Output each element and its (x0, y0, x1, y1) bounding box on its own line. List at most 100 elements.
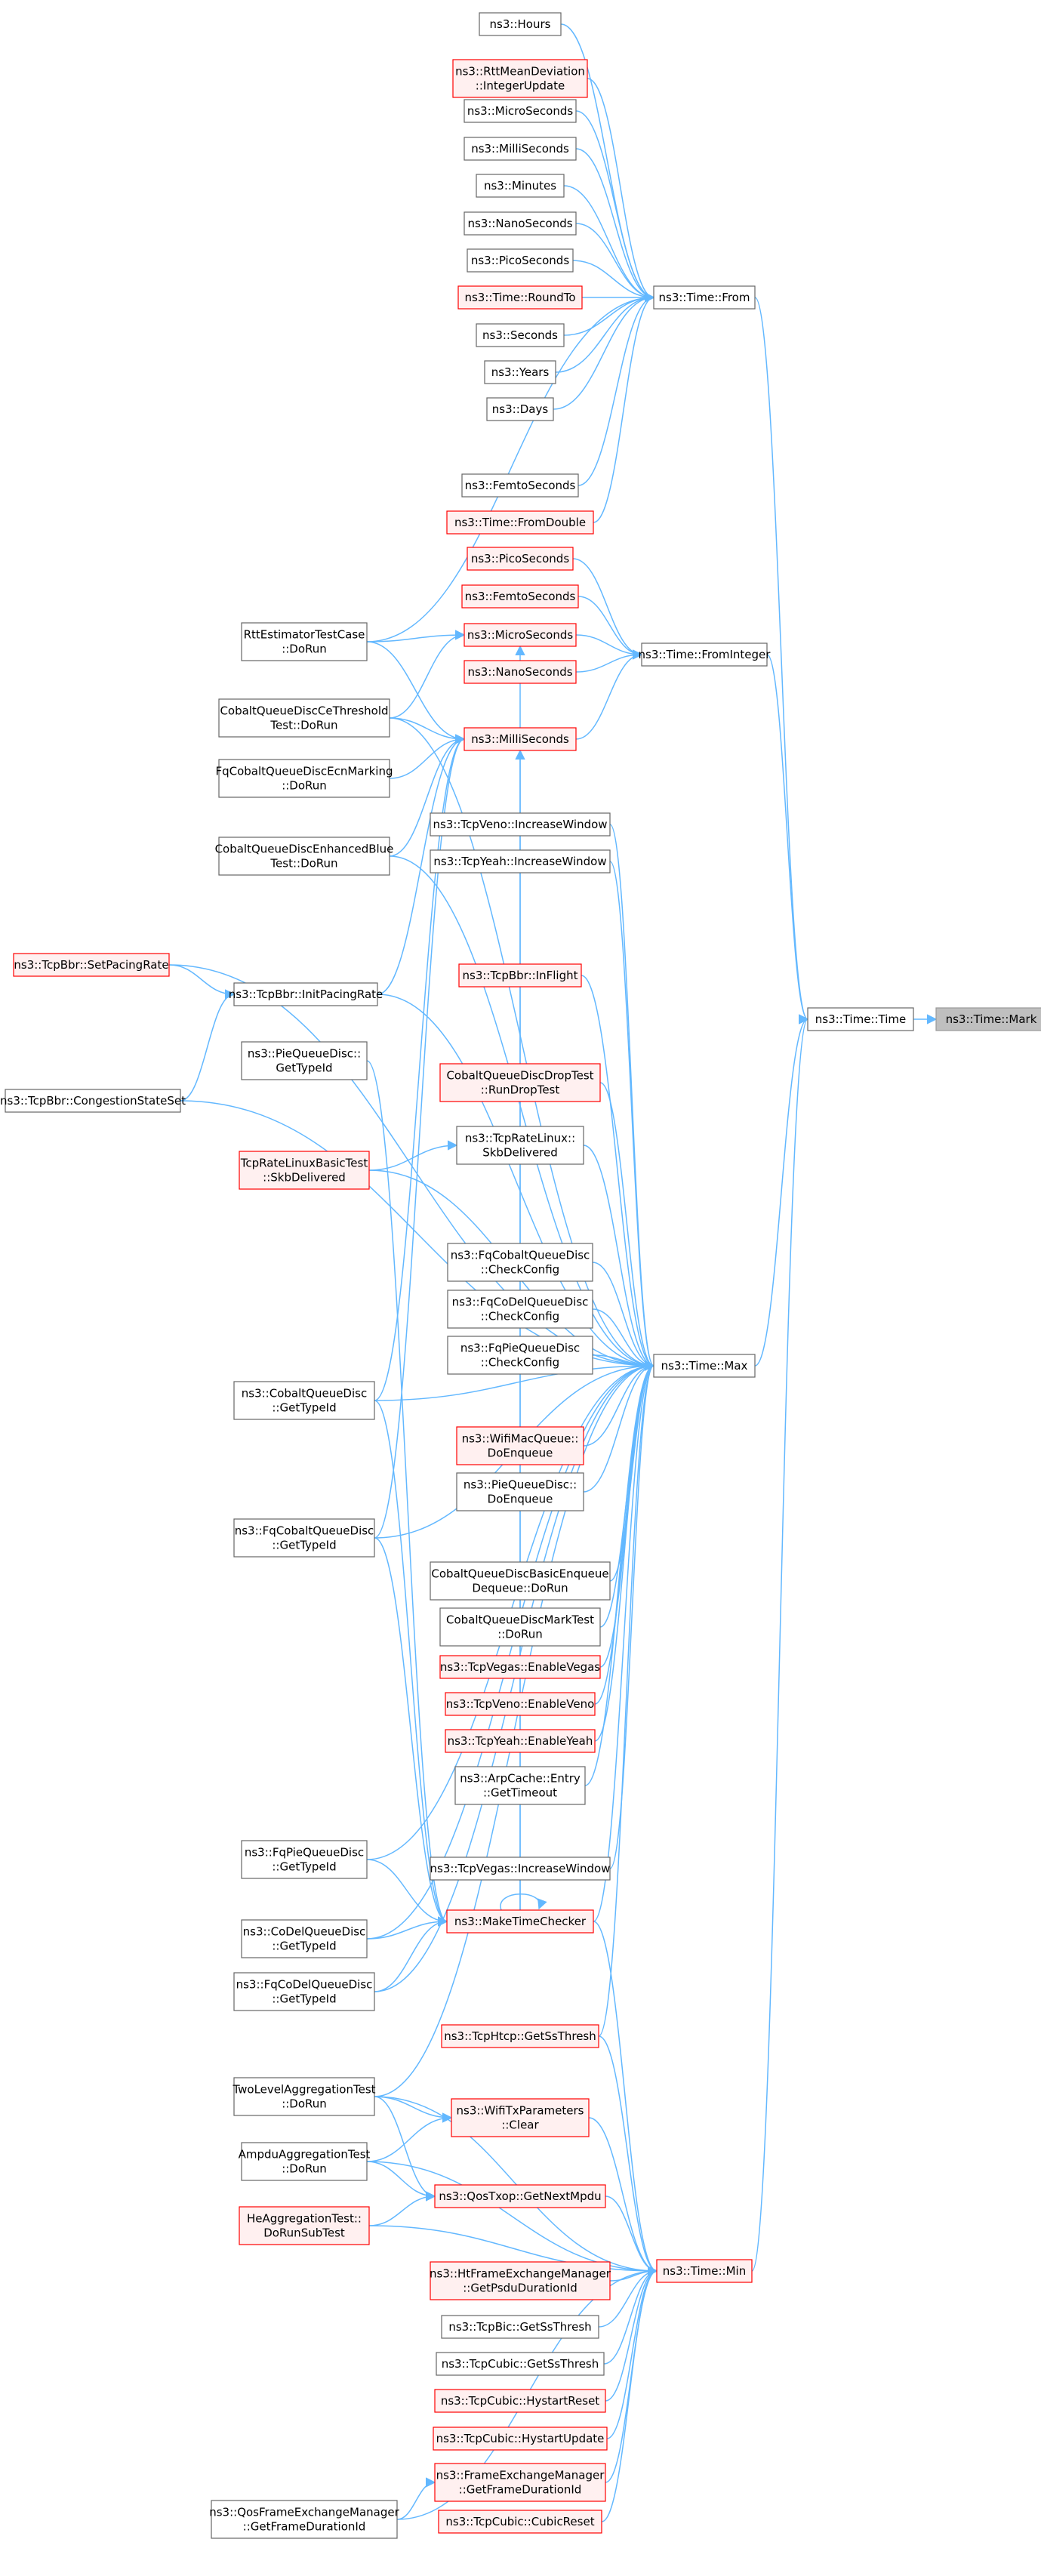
node-htcp[interactable]: ns3::TcpHtcp::GetSsThresh (441, 2024, 599, 2048)
node-milli2[interactable]: ns3::MilliSeconds (464, 727, 577, 751)
node-label: ns3::TcpHtcp::GetSsThresh (444, 2029, 596, 2043)
node-wifimacq[interactable]: ns3::WifiMacQueue::DoEnqueue (456, 1426, 584, 1465)
node-label: FqCobaltQueueDiscEcnMarking (215, 765, 393, 778)
node-fqcobaltcheck[interactable]: ns3::FqCobaltQueueDisc::CheckConfig (447, 1243, 593, 1282)
node-hystreset[interactable]: ns3::TcpCubic::HystartReset (434, 2389, 606, 2413)
node-roundto[interactable]: ns3::Time::RoundTo (457, 285, 583, 310)
node-cubicreset[interactable]: ns3::TcpCubic::CubicReset (438, 2510, 602, 2534)
node-label: ns3::WifiMacQueue:: (462, 1432, 579, 1446)
node-label: ::IntegerUpdate (476, 79, 565, 93)
node-box (441, 2315, 599, 2339)
node-tcpvenoinc[interactable]: ns3::TcpVeno::IncreaseWindow (430, 812, 611, 837)
node-fromdouble[interactable]: ns3::Time::FromDouble (446, 510, 594, 535)
node-pico1[interactable]: ns3::PicoSeconds (467, 248, 574, 273)
node-seconds[interactable]: ns3::Seconds (476, 323, 565, 347)
node-cubicss[interactable]: ns3::TcpCubic::GetSsThresh (436, 2352, 605, 2376)
node-hours[interactable]: ns3::Hours (479, 12, 562, 36)
node-initpacing[interactable]: ns3::TcpBbr::InitPacingRate (229, 982, 383, 1006)
node-rttint[interactable]: ns3::RttMeanDeviation::IntegerUpdate (452, 59, 588, 98)
node-box (445, 1729, 596, 1753)
node-heagg[interactable]: HeAggregationTest::DoRunSubTest (239, 2206, 370, 2245)
node-label: ns3::FqPieQueueDisc (245, 1846, 364, 1860)
node-label: ::GetTimeout (483, 1786, 557, 1800)
node-fqcodelgettype[interactable]: ns3::FqCoDelQueueDisc::GetTypeId (233, 1972, 375, 2011)
node-frameexch[interactable]: ns3::FrameExchangeManager::GetFrameDurat… (434, 2463, 606, 2502)
node-time[interactable]: ns3::Time::Time (807, 1007, 914, 1031)
node-piegettype[interactable]: ns3::PieQueueDisc::GetTypeId (241, 1041, 368, 1080)
node-box (464, 211, 577, 236)
node-days[interactable]: ns3::Days (486, 397, 554, 421)
node-cobaltdrop[interactable]: CobaltQueueDiscDropTest::RunDropTest (439, 1063, 601, 1102)
call-edge-ampdu-to-qostxop (366, 2161, 436, 2202)
node-nano2[interactable]: ns3::NanoSeconds (464, 660, 577, 684)
node-qostxop[interactable]: ns3::QosTxop::GetNextMpdu (434, 2184, 606, 2208)
node-frominteger[interactable]: ns3::Time::FromInteger (639, 642, 772, 667)
node-box (434, 2389, 606, 2413)
node-mark[interactable]: ns3::Time::Mark (935, 1007, 1041, 1031)
node-pico2[interactable]: ns3::PicoSeconds (467, 547, 574, 571)
node-label: ns3::TcpCubic::HystartReset (441, 2394, 599, 2408)
node-max[interactable]: ns3::Time::Max (653, 1354, 756, 1378)
call-edge-fqcobaltgettype-to-milli2 (374, 734, 466, 1539)
node-tcpratetest[interactable]: TcpRateLinuxBasicTest::SkbDelivered (239, 1151, 370, 1190)
node-milli1[interactable]: ns3::MilliSeconds (464, 137, 577, 161)
node-fqpiecheck[interactable]: ns3::FqPieQueueDisc::CheckConfig (447, 1336, 593, 1375)
node-rttest[interactable]: RttEstimatorTestCase::DoRun (241, 622, 368, 661)
node-min[interactable]: ns3::Time::Min (656, 2259, 753, 2283)
call-edge-maketime-to-maketime (500, 1893, 547, 1911)
node-qosframe[interactable]: ns3::QosFrameExchangeManager::GetFrameDu… (209, 2500, 400, 2539)
node-fqcobaltecn[interactable]: FqCobaltQueueDiscEcnMarking::DoRun (215, 759, 393, 798)
node-label: ns3::PicoSeconds (471, 552, 569, 565)
node-cobaltgettype[interactable]: ns3::CobaltQueueDisc::GetTypeId (233, 1381, 375, 1420)
node-yeah[interactable]: ns3::TcpYeah::EnableYeah (445, 1729, 596, 1753)
node-from[interactable]: ns3::Time::From (653, 285, 756, 310)
node-bicss[interactable]: ns3::TcpBic::GetSsThresh (441, 2315, 599, 2339)
node-box (484, 360, 556, 384)
node-congestion[interactable]: ns3::TcpBbr::CongestionStateSet (0, 1089, 186, 1113)
node-box (430, 1561, 611, 1601)
node-veno[interactable]: ns3::TcpVeno::EnableVeno (445, 1692, 596, 1716)
node-label: ::GetTypeId (272, 1860, 336, 1874)
node-micro2[interactable]: ns3::MicroSeconds (464, 623, 577, 647)
node-twolevel[interactable]: TwoLevelAggregationTest::DoRun (232, 2077, 376, 2116)
node-nano1[interactable]: ns3::NanoSeconds (464, 211, 577, 236)
node-fqcobaltgettype[interactable]: ns3::FqCobaltQueueDisc::GetTypeId (233, 1518, 375, 1558)
node-inflight[interactable]: ns3::TcpBbr::InFlight (458, 963, 582, 988)
node-tcprateskb[interactable]: ns3::TcpRateLinux::SkbDelivered (456, 1126, 584, 1165)
node-micro1[interactable]: ns3::MicroSeconds (464, 99, 577, 123)
node-box (439, 1655, 601, 1679)
node-box (458, 963, 582, 988)
node-label: ns3::MilliSeconds (471, 142, 569, 156)
node-box (935, 1007, 1041, 1031)
node-box (233, 2077, 375, 2116)
node-cobaltbasic[interactable]: CobaltQueueDiscBasicEnqueueDequeue::DoRu… (430, 1561, 611, 1601)
node-ampdu[interactable]: AmpduAggregationTest::DoRun (239, 2142, 371, 2181)
node-vegas[interactable]: ns3::TcpVegas::EnableVegas (439, 1655, 601, 1679)
node-codelgettype[interactable]: ns3::CoDelQueueDisc::GetTypeId (241, 1919, 368, 1958)
node-maketime[interactable]: ns3::MakeTimeChecker (446, 1909, 594, 1934)
node-femto1[interactable]: ns3::FemtoSeconds (461, 473, 579, 498)
node-arpcache[interactable]: ns3::ArpCache::Entry::GetTimeout (454, 1766, 586, 1805)
node-setpacing[interactable]: ns3::TcpBbr::SetPacingRate (13, 953, 170, 977)
node-label: ns3::PieQueueDisc:: (248, 1047, 361, 1061)
node-label: ns3::FqCoDelQueueDisc (452, 1296, 589, 1309)
node-minutes[interactable]: ns3::Minutes (476, 174, 565, 198)
node-fqcodelcheck[interactable]: ns3::FqCoDelQueueDisc::CheckConfig (447, 1290, 593, 1329)
node-fqpiegettype[interactable]: ns3::FqPieQueueDisc::GetTypeId (241, 1840, 368, 1879)
node-hystupdate[interactable]: ns3::TcpCubic::HystartUpdate (433, 2427, 608, 2451)
node-vegasinc[interactable]: ns3::TcpVegas::IncreaseWindow (430, 1857, 611, 1881)
node-box (241, 1041, 368, 1080)
node-tcpyeahinc[interactable]: ns3::TcpYeah::IncreaseWindow (430, 849, 611, 874)
node-htframe[interactable]: ns3::HtFrameExchangeManager::GetPsduDura… (430, 2261, 611, 2300)
node-femto2[interactable]: ns3::FemtoSeconds (461, 584, 579, 609)
call-edge-tcpvenoinc-to-max (609, 824, 655, 1371)
call-edge-arpcache-to-max (584, 1360, 655, 1786)
node-cobaltmark[interactable]: CobaltQueueDiscMarkTest::DoRun (439, 1607, 601, 1647)
node-pieenqueue[interactable]: ns3::PieQueueDisc::DoEnqueue (456, 1472, 584, 1511)
node-box (439, 1607, 601, 1647)
node-box (218, 759, 390, 798)
node-wifitx[interactable]: ns3::WifiTxParameters::Clear (451, 2098, 590, 2137)
node-years[interactable]: ns3::Years (484, 360, 556, 384)
